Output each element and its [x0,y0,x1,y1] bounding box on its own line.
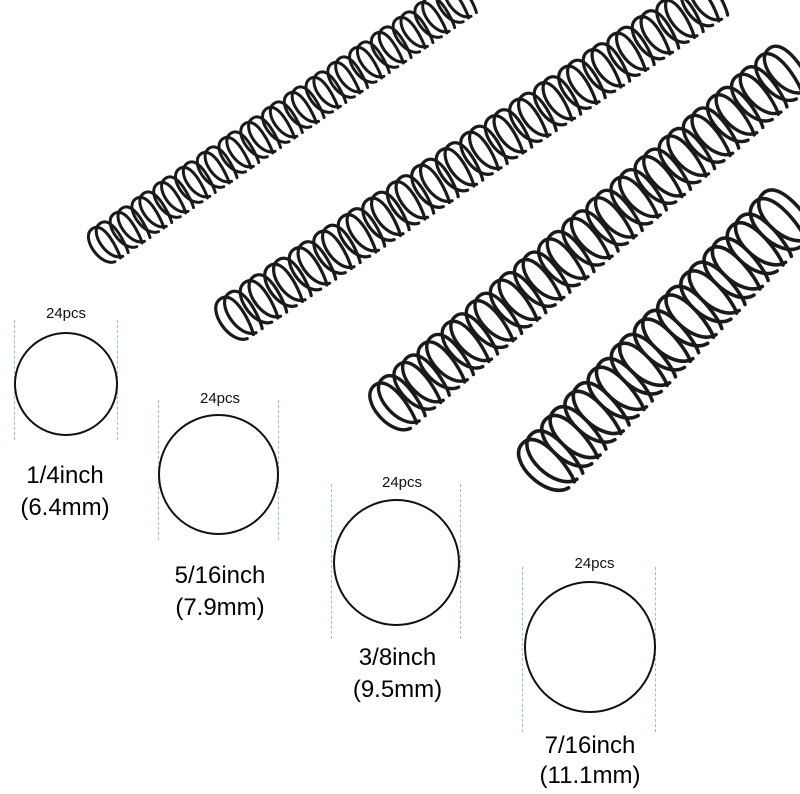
size-mm-label: (6.4mm) [20,494,110,521]
dimension-guide-right [460,484,461,639]
size-mm-label: (7.9mm) [175,594,265,621]
wire-coil-2 [214,0,730,341]
size-mm-label: (11.1mm) [539,762,641,789]
coil-diameter-circle [14,332,118,436]
quantity-label: 24pcs [574,555,615,572]
size-mm-label: (9.5mm) [352,676,443,703]
coil-diameter-circle [333,499,460,626]
wire-coil-4 [516,188,800,492]
quantity-label: 24pcs [45,305,87,322]
dimension-guide-left [331,484,332,639]
quantity-label: 24pcs [381,474,423,491]
size-inch-label: 1/4inch [26,462,104,489]
size-inch-label: 7/16inch [544,732,636,759]
size-inch-label: 3/8inch [358,644,437,671]
coil-diameter-circle [158,414,279,535]
dimension-guide-left [522,567,523,732]
size-inch-label: 5/16inch [174,562,266,589]
quantity-label: 24pcs [199,390,241,407]
wire-coil-1 [86,0,478,264]
coil-diameter-circle [524,581,656,713]
wire-coil-3 [368,44,800,432]
